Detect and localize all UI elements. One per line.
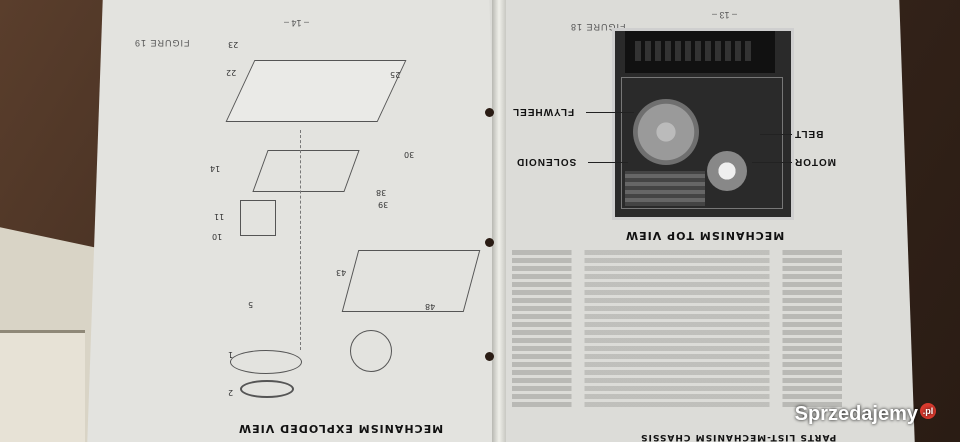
flywheel-image xyxy=(633,99,699,165)
solenoid-block xyxy=(240,200,276,236)
circuit-board-image xyxy=(625,171,705,206)
part-number: 30 xyxy=(404,150,415,159)
flywheel-part xyxy=(230,350,302,374)
background-box-lid xyxy=(0,330,85,442)
punch-hole xyxy=(485,108,494,117)
part-number: 25 xyxy=(390,70,401,79)
part-number: 2 xyxy=(228,388,234,397)
callout-flywheel: FLYWHEEL xyxy=(512,106,575,117)
part-number: 14 xyxy=(210,164,221,173)
part-number: 5 xyxy=(248,300,254,309)
part-number: 48 xyxy=(425,302,436,311)
top-view-title: MECHANISM TOP VIEW xyxy=(625,229,785,242)
part-number: 1 xyxy=(228,350,234,359)
part-number: 23 xyxy=(228,40,239,49)
assembly-axis xyxy=(300,130,302,350)
motor-part xyxy=(350,330,392,372)
callout-motor: MOTOR xyxy=(794,156,837,167)
leader-line xyxy=(760,134,792,135)
base-plate xyxy=(341,250,481,312)
left-page-number: – 14 – xyxy=(284,18,310,28)
part-number: 39 xyxy=(378,200,389,209)
bracket xyxy=(252,150,360,192)
motor-image xyxy=(707,151,747,191)
part-number: 43 xyxy=(336,268,347,277)
watermark-badge: .pl xyxy=(920,403,936,419)
radio-vent xyxy=(635,41,755,61)
part-number: 22 xyxy=(226,68,237,77)
callout-belt: BELT xyxy=(794,128,824,139)
mechanism-frame xyxy=(621,77,783,209)
right-page-number: – 13 – xyxy=(712,10,738,20)
punch-hole xyxy=(485,352,494,361)
part-number: 11 xyxy=(214,212,225,221)
mechanism-top-view-photo xyxy=(612,28,794,220)
leader-line xyxy=(586,112,634,113)
sprzedajemy-watermark: Sprzedajemy.pl xyxy=(795,403,936,426)
parts-list-table xyxy=(512,250,842,420)
leader-line xyxy=(752,162,792,163)
belt-part xyxy=(240,380,294,398)
binding-gutter xyxy=(492,0,506,442)
chassis-plate xyxy=(225,60,407,122)
punch-hole xyxy=(485,238,494,247)
exploded-diagram xyxy=(150,30,481,410)
leader-line xyxy=(588,162,628,163)
parts-list-title: PARTS LIST-MECHANISM CHASSIS xyxy=(640,432,837,442)
exploded-view-title: MECHANISM EXPLODED VIEW xyxy=(238,422,444,435)
part-number: 10 xyxy=(212,232,223,241)
part-number: 38 xyxy=(376,188,387,197)
callout-solenoid: SOLENOID xyxy=(516,156,577,167)
